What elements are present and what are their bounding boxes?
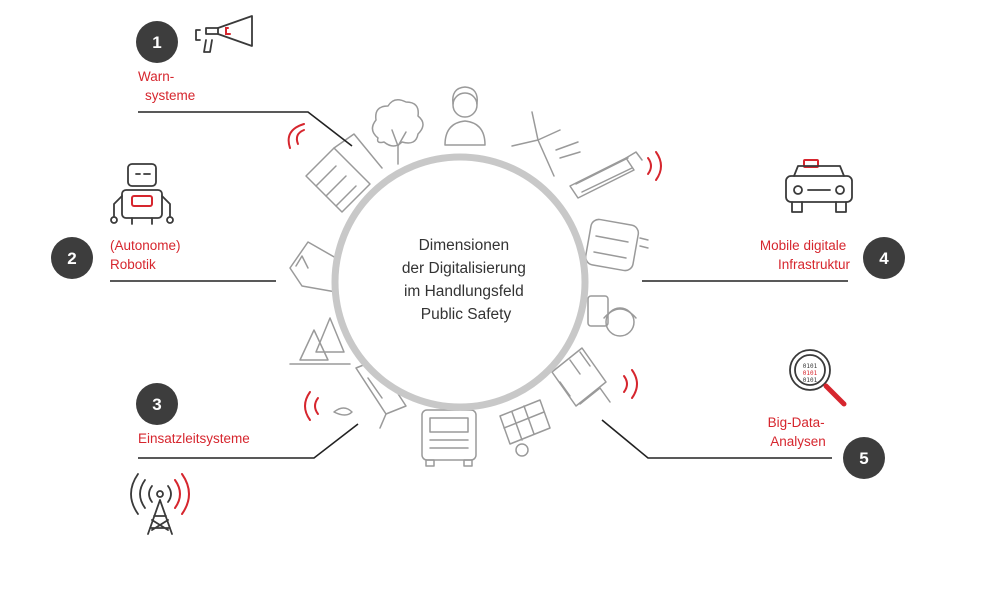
signal-icon <box>648 152 661 180</box>
tree-icon <box>372 100 423 164</box>
leader-line-1 <box>138 112 352 146</box>
svg-text:0101: 0101 <box>803 363 818 370</box>
signal-icon <box>289 124 304 148</box>
item-5: 0101 0101 0101 Big-Data- Analysen 5 <box>768 350 885 479</box>
electric-car-icon <box>584 218 648 272</box>
signal-icon <box>624 370 637 398</box>
center-line-4: Public Safety <box>421 306 512 323</box>
label-1: Warn- systeme <box>138 69 195 103</box>
center-line-1: Dimensionen <box>419 237 509 254</box>
label-5: Big-Data- Analysen <box>768 415 829 449</box>
number-4: 4 <box>879 249 889 268</box>
number-5: 5 <box>859 449 868 468</box>
label-3: Einsatzleitsysteme <box>138 431 250 446</box>
svg-text:0101: 0101 <box>803 370 818 377</box>
signal-icon <box>305 392 318 420</box>
radio-tower-icon <box>131 474 189 534</box>
truck-icon <box>422 410 476 466</box>
police-car-icon <box>786 160 852 212</box>
label-4: Mobile digitale Infrastruktur <box>760 238 851 272</box>
magnifier-data-icon: 0101 0101 0101 <box>790 350 844 404</box>
bird-icon <box>334 408 352 415</box>
megaphone-icon <box>196 16 252 52</box>
center-line-3: im Handlungsfeld <box>404 283 524 300</box>
number-1: 1 <box>152 33 161 52</box>
robot-icon <box>111 164 173 224</box>
center-line-2: der Digitalisierung <box>402 260 526 277</box>
item-1: 1 Warn- systeme <box>136 16 252 103</box>
wind-turbine-icon <box>512 112 580 176</box>
worker-icon <box>588 296 636 336</box>
solar-panel-icon <box>500 400 550 456</box>
center-ring <box>335 157 585 407</box>
house-icon <box>290 242 336 292</box>
item-2: 2 (Autonome) Robotik <box>51 164 184 279</box>
number-3: 3 <box>152 395 161 414</box>
number-2: 2 <box>67 249 76 268</box>
tower-building-icon <box>570 152 642 198</box>
item-4: Mobile digitale Infrastruktur 4 <box>760 160 905 279</box>
label-2: (Autonome) Robotik <box>110 238 184 272</box>
person-icon <box>445 87 485 145</box>
svg-text:0101: 0101 <box>803 377 818 384</box>
